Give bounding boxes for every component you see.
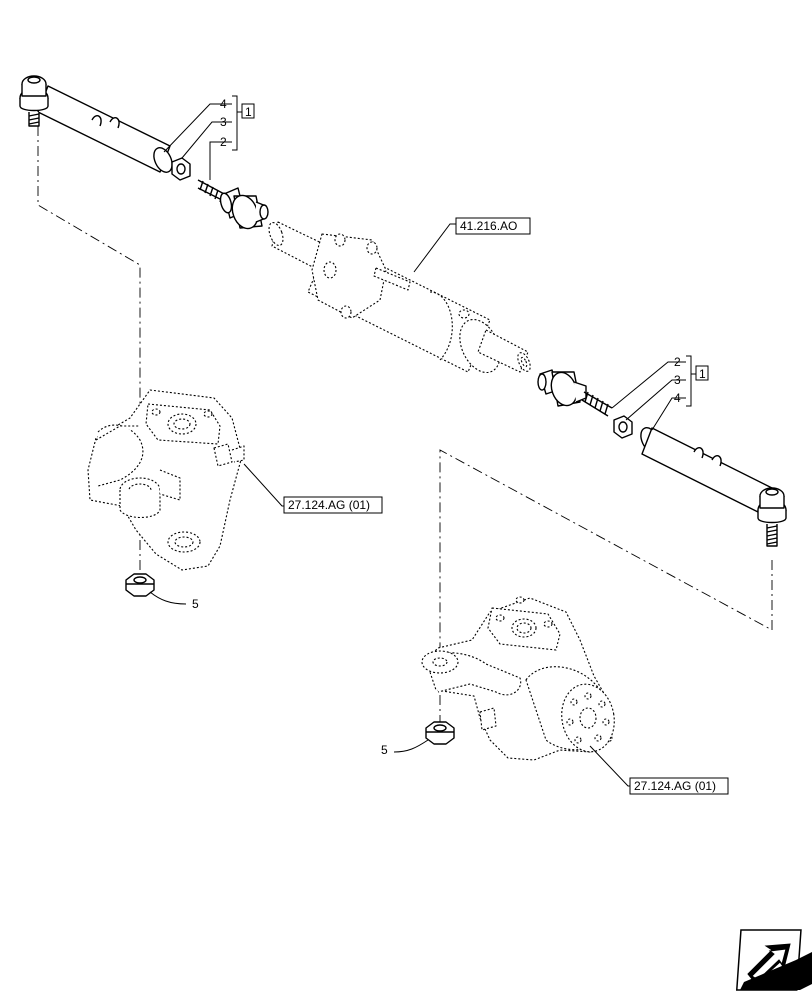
callout-label-4-right: 4	[674, 391, 681, 405]
steering-cylinder	[268, 221, 531, 374]
castle-nut-left	[125, 573, 155, 597]
ref-knuckle-right-label[interactable]: 27.124.AG (01)	[634, 779, 716, 793]
kit-badge-left	[241, 103, 255, 119]
callout-label-4-left: 4	[220, 97, 227, 111]
callout-label-3-left: 3	[220, 115, 227, 129]
kit-label-1-left: 1	[245, 105, 252, 119]
callout-label-3-right: 3	[674, 373, 681, 387]
ref-cylinder-label[interactable]: 41.216.AO	[460, 219, 517, 233]
steering-knuckle-left	[87, 389, 245, 571]
kit-badge-right	[695, 365, 709, 381]
jam-nut-left	[171, 157, 191, 181]
castle-nut-right	[425, 721, 455, 745]
callout-label-5-right: 5	[381, 743, 388, 757]
callouts-nuts: 5 5	[149, 591, 429, 757]
ref-knuckle-left-label[interactable]: 27.124.AG (01)	[288, 498, 370, 512]
reference-knuckle-left[interactable]: 27.124.AG (01)	[243, 463, 383, 514]
steering-knuckle-right	[421, 596, 615, 761]
callouts-right: 2 3 4 1	[611, 355, 709, 431]
kit-label-1-right: 1	[699, 367, 706, 381]
reference-cylinder[interactable]: 41.216.AO	[413, 217, 531, 273]
jam-nut-right	[613, 415, 633, 439]
callout-label-5-left: 5	[192, 597, 199, 611]
ball-joint-left	[19, 75, 49, 127]
ball-joint-right	[757, 487, 787, 547]
inner-ball-joint-right	[537, 369, 613, 417]
next-page-arrow-icon[interactable]	[735, 929, 812, 991]
callout-label-2-left: 2	[220, 135, 227, 149]
callouts-left: 4 3 2 1	[163, 95, 255, 180]
tie-rod-left	[37, 85, 173, 173]
inner-ball-joint-left	[197, 179, 269, 230]
reference-knuckle-right[interactable]: 27.124.AG (01)	[589, 745, 729, 795]
callout-label-2-right: 2	[674, 355, 681, 369]
tie-rod-right	[640, 427, 773, 515]
